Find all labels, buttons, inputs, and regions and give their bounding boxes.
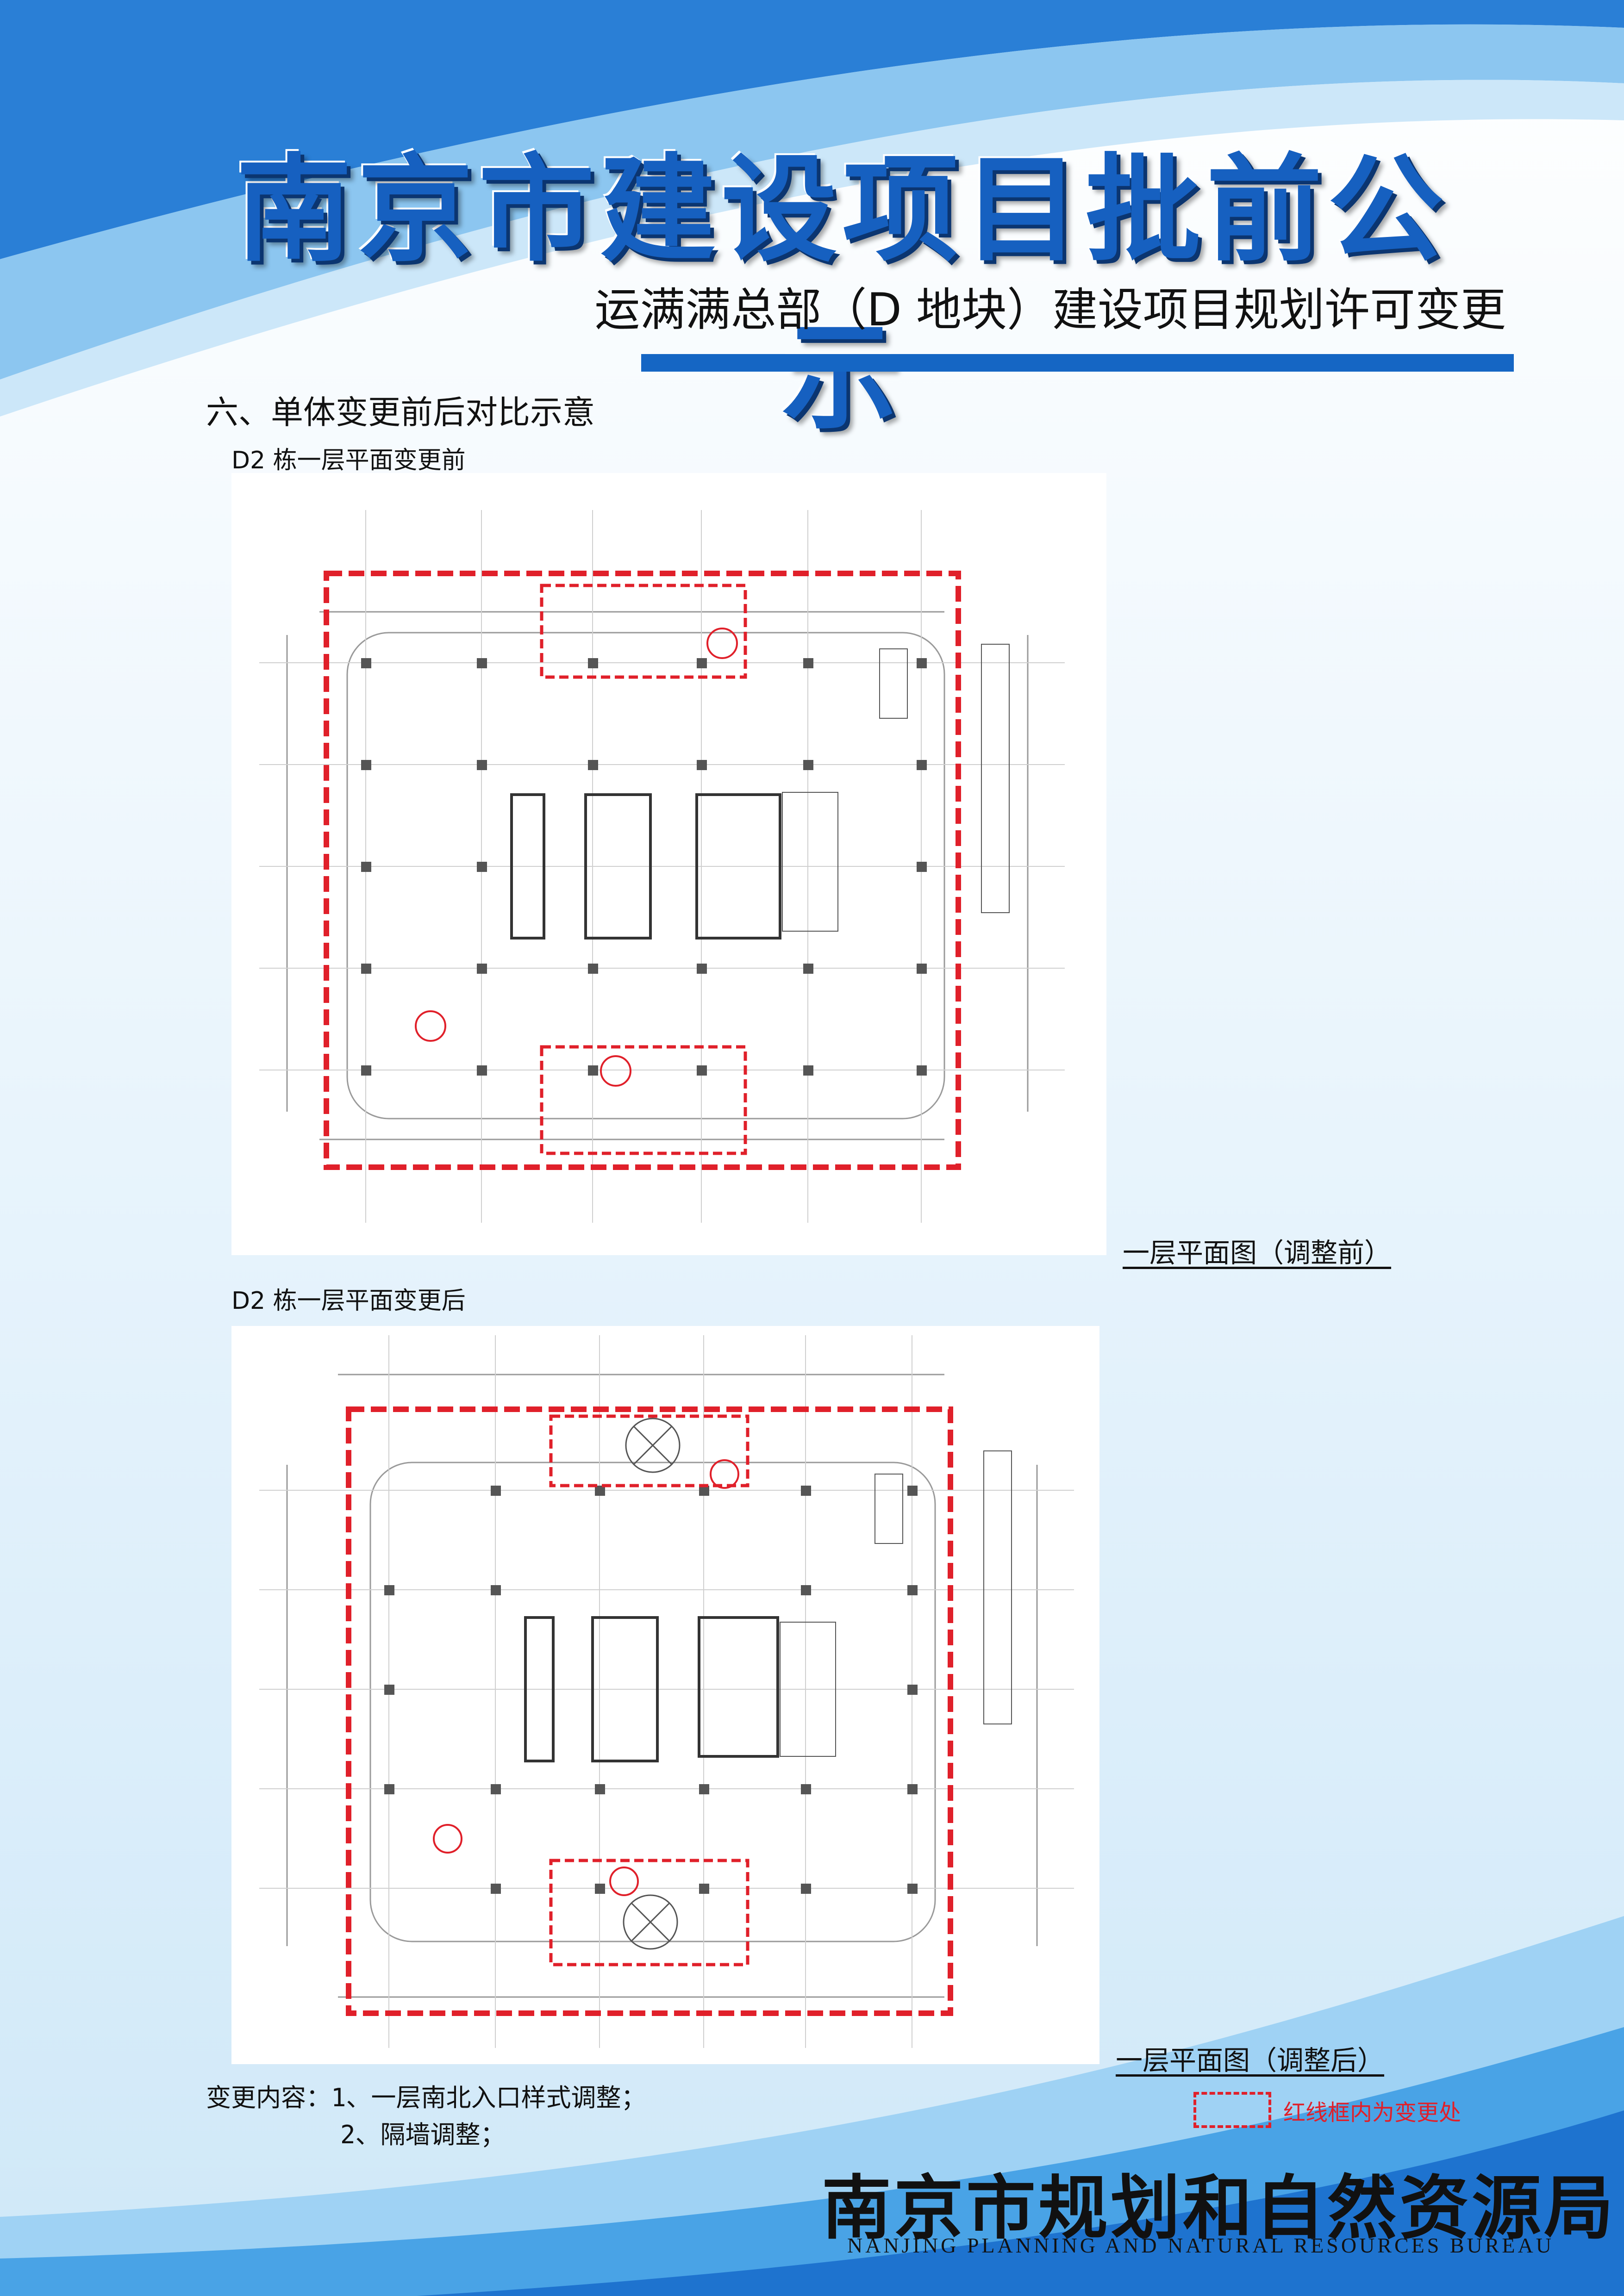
page-title: 南京市建设项目批前公示	[236, 141, 1449, 445]
legend-text: 红线框内为变更处	[1283, 2100, 1462, 2126]
subtitle-underline-bar	[641, 354, 1514, 372]
floor-plan-before-drawing	[259, 510, 1065, 1223]
plan-before-caption: 一层平面图（调整前）	[1123, 1237, 1392, 1269]
plan-after-caption: 一层平面图（调整后）	[1116, 2045, 1385, 2076]
change-content-line-2: 2、隔墙调整；	[340, 2120, 506, 2149]
floor-plan-after-drawing	[259, 1335, 1074, 2048]
floor-plan-before	[231, 473, 1106, 1255]
project-subtitle: 运满满总部（D 地块）建设项目规划许可变更	[594, 284, 1506, 336]
plan-before-label: D2 栋一层平面变更前	[231, 447, 466, 474]
legend-dashed-box	[1193, 2092, 1271, 2128]
section-heading: 六、单体变更前后对比示意	[206, 393, 595, 431]
bureau-name-chinese: 南京市规划和自然资源局	[822, 2167, 1617, 2249]
plan-after-label: D2 栋一层平面变更后	[231, 1287, 466, 1315]
floor-plan-after	[231, 1326, 1099, 2064]
bureau-name-english: NANJING PLANNING AND NATURAL RESOURCES B…	[847, 2234, 1554, 2257]
change-content-line-1: 变更内容：1、一层南北入口样式调整；	[206, 2083, 646, 2112]
